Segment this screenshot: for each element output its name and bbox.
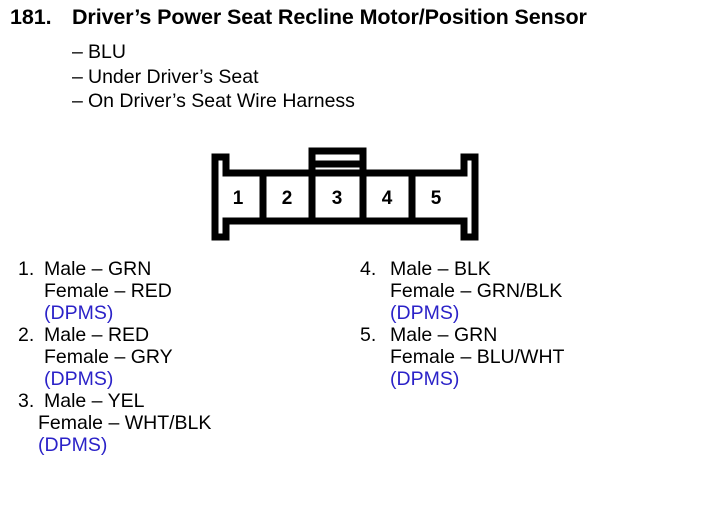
bullet-text: Under Driver’s Seat: [88, 65, 259, 88]
connector-svg: 1 2 3 4 5: [211, 147, 479, 241]
pin-number-1: 1: [233, 188, 244, 209]
dash-icon: –: [72, 41, 83, 63]
pin-number-5: 5: [431, 188, 442, 209]
pin-entry-male: Male – GRN: [390, 324, 498, 346]
pin-entry-male-row: 2. Male – RED: [18, 324, 211, 346]
pin-entry-female: Female – WHT/BLK: [38, 412, 212, 434]
pin-entry-female: Female – GRY: [44, 346, 173, 368]
connector-diagram: 1 2 3 4 5: [205, 140, 485, 245]
pin-entry-4: 4. Male – BLK Female – GRN/BLK (DPMS): [360, 258, 564, 324]
pin-entry-note: (DPMS): [38, 434, 108, 456]
pin-entry-male: Male – RED: [44, 324, 150, 346]
pin-entry-male: Male – BLK: [390, 258, 491, 280]
pin-entry-note: (DPMS): [44, 368, 114, 390]
bullet-item-1: – Under Driver’s Seat: [72, 65, 355, 90]
pin-entry-index: 2.: [18, 324, 35, 346]
pin-entry-index: 4.: [360, 258, 377, 280]
bullet-text: BLU: [88, 41, 126, 63]
pin-entry-male-row: 1. Male – GRN: [18, 258, 211, 280]
bullet-text: On Driver’s Seat Wire Harness: [88, 90, 355, 112]
pin-entry-index: 5.: [360, 324, 377, 346]
dash-icon: –: [72, 65, 83, 88]
pin-number-3: 3: [332, 188, 343, 209]
pin-entry-male: Male – YEL: [44, 390, 145, 412]
pin-entry-1: 1. Male – GRN Female – RED (DPMS): [18, 258, 211, 324]
pin-entry-male-row: 3. Male – YEL: [18, 390, 211, 412]
pin-number-4: 4: [382, 188, 393, 209]
entry-title: Driver’s Power Seat Recline Motor/Positi…: [72, 5, 587, 29]
pin-entry-3: 3. Male – YEL Female – WHT/BLK (DPMS): [18, 390, 211, 456]
dash-icon: –: [72, 90, 83, 112]
bullet-item-0: – BLU: [72, 40, 355, 65]
pin-list-left: 1. Male – GRN Female – RED (DPMS) 2. Mal…: [18, 258, 211, 456]
page-title: 181. Driver’s Power Seat Recline Motor/P…: [10, 4, 710, 30]
pin-entry-female: Female – GRN/BLK: [390, 280, 563, 302]
pin-entry-male-row: 5. Male – GRN: [360, 324, 564, 346]
connector-housing-outline: [211, 153, 479, 241]
pin-entry-female: Female – RED: [44, 280, 172, 302]
pin-entry-note: (DPMS): [44, 302, 114, 324]
bullet-item-2: – On Driver’s Seat Wire Harness: [72, 89, 355, 114]
pin-entry-male-row: 4. Male – BLK: [360, 258, 564, 280]
detail-bullet-list: – BLU – Under Driver’s Seat – On Driver’…: [72, 40, 355, 114]
pin-entry-female: Female – BLU/WHT: [390, 346, 565, 368]
pin-entry-2: 2. Male – RED Female – GRY (DPMS): [18, 324, 211, 390]
pin-entry-male: Male – GRN: [44, 258, 152, 280]
pin-number-2: 2: [282, 188, 293, 209]
pin-entry-index: 3.: [18, 390, 35, 412]
pin-entry-note: (DPMS): [390, 368, 460, 390]
entry-number: 181.: [10, 5, 52, 29]
pin-entry-note: (DPMS): [390, 302, 460, 324]
pin-list-right: 4. Male – BLK Female – GRN/BLK (DPMS) 5.…: [360, 258, 564, 390]
pin-entry-5: 5. Male – GRN Female – BLU/WHT (DPMS): [360, 324, 564, 390]
pin-entry-index: 1.: [18, 258, 35, 280]
